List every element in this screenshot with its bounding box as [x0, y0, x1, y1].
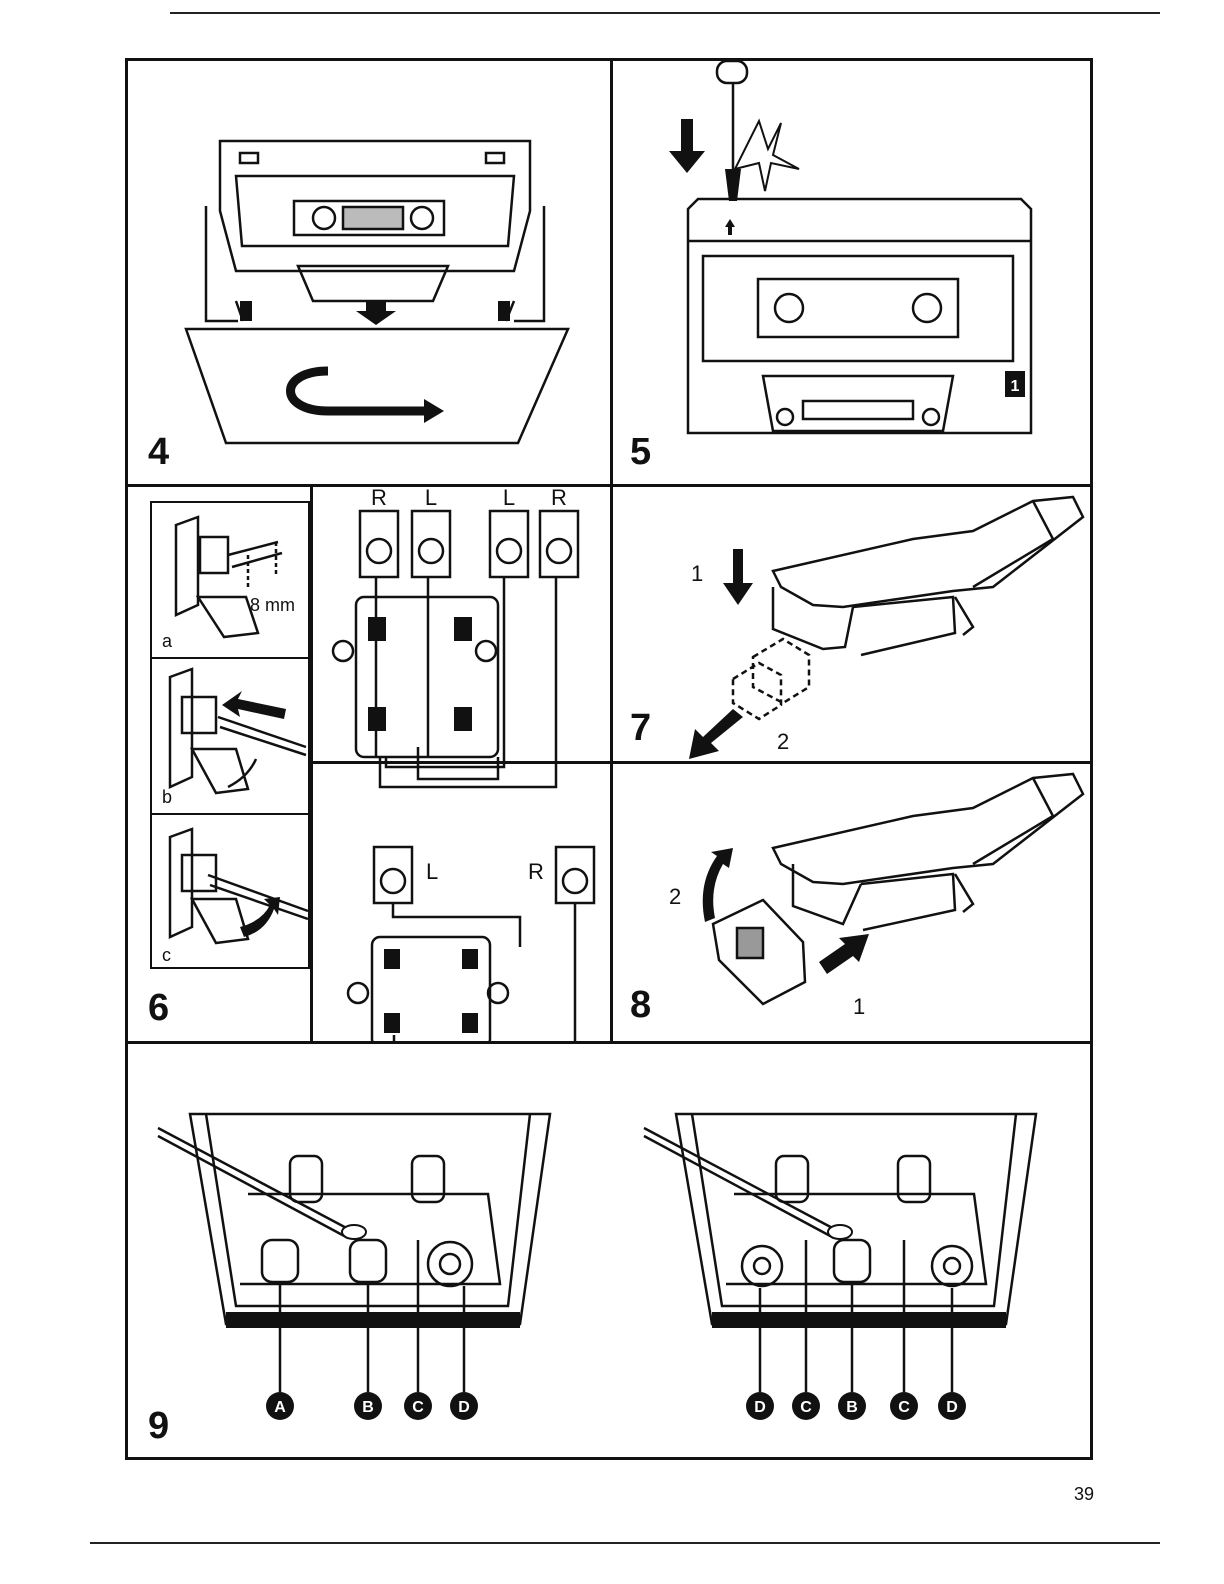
marker-C: C: [800, 1399, 812, 1416]
panel-6: 8 mm a b c: [128, 487, 610, 1041]
stylus-insert-illustration: 1 2: [613, 764, 1090, 1041]
speaker-label-1: R: [371, 487, 387, 510]
panel-number: 4: [148, 433, 169, 471]
cassette-side-label: 1: [1011, 378, 1020, 395]
strip-length-label: 8 mm: [250, 595, 295, 615]
cassette-insert-illustration: [128, 61, 610, 484]
page-number: 39: [1074, 1484, 1094, 1505]
marker-B: B: [846, 1399, 858, 1416]
bottom-speaker-right-label: R: [528, 859, 544, 884]
sub-label-a: a: [162, 631, 173, 651]
speaker-wiring-illustration: 8 mm a b c: [128, 487, 610, 1041]
marker-C: C: [898, 1399, 910, 1416]
panel-5: 1 5: [613, 61, 1090, 484]
marker-D: D: [754, 1399, 766, 1416]
speaker-label-3: L: [503, 487, 515, 510]
speaker-label-2: L: [425, 487, 437, 510]
step-2-label: 2: [777, 729, 789, 754]
step-2-label: 2: [669, 884, 681, 909]
panel-number: 9: [148, 1407, 169, 1445]
marker-B: B: [362, 1399, 374, 1416]
top-rule: [170, 12, 1160, 14]
marker-C: C: [412, 1399, 424, 1416]
stylus-remove-illustration: 1 2: [613, 487, 1090, 761]
marker-D: D: [458, 1399, 470, 1416]
marker-D: D: [946, 1399, 958, 1416]
panel-7: 1 2 7: [613, 487, 1090, 761]
step-1-label: 1: [853, 994, 865, 1019]
panel-number: 7: [630, 709, 651, 747]
panel-8: 1 2 8: [613, 764, 1090, 1041]
illustration-grid: 4 1 5: [125, 58, 1093, 1460]
cassette-tab-illustration: 1: [613, 61, 1090, 484]
step-1-label: 1: [691, 561, 703, 586]
bottom-speaker-left-label: L: [426, 859, 438, 884]
bottom-rule: [90, 1542, 1160, 1544]
panel-number: 5: [630, 433, 651, 471]
head-cleaning-illustration: A B C D: [128, 1044, 1090, 1457]
sub-label-b: b: [162, 787, 172, 807]
sub-label-c: c: [162, 945, 171, 965]
marker-A: A: [274, 1399, 286, 1416]
panel-4: 4: [128, 61, 610, 484]
panel-9: A B C D: [128, 1044, 1090, 1457]
panel-number: 6: [148, 989, 169, 1027]
speaker-label-4: R: [551, 487, 567, 510]
panel-number: 8: [630, 986, 651, 1024]
